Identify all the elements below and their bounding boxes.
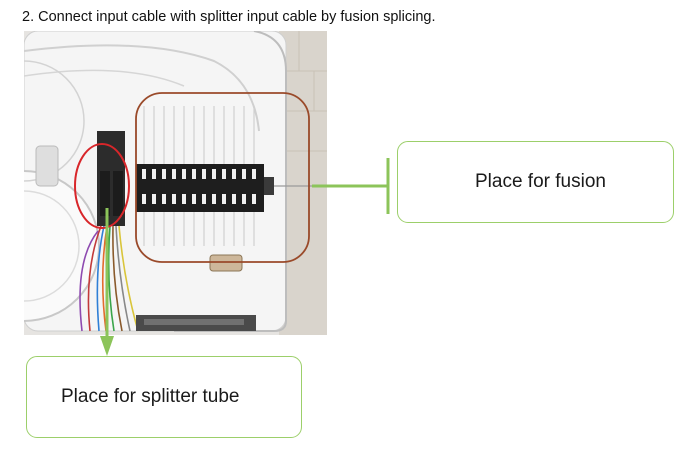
fusion-callout-box: Place for fusion: [397, 141, 674, 223]
splitter-connector-arrow: [100, 336, 114, 356]
splitter-box-illustration: [24, 31, 327, 335]
splitter-callout-label: Place for splitter tube: [61, 386, 240, 407]
fusion-callout-label: Place for fusion: [475, 171, 606, 192]
splitter-callout-box: Place for splitter tube: [26, 356, 302, 438]
splitter-box-photo: [24, 31, 327, 335]
instruction-text: 2. Connect input cable with splitter inp…: [22, 9, 436, 25]
